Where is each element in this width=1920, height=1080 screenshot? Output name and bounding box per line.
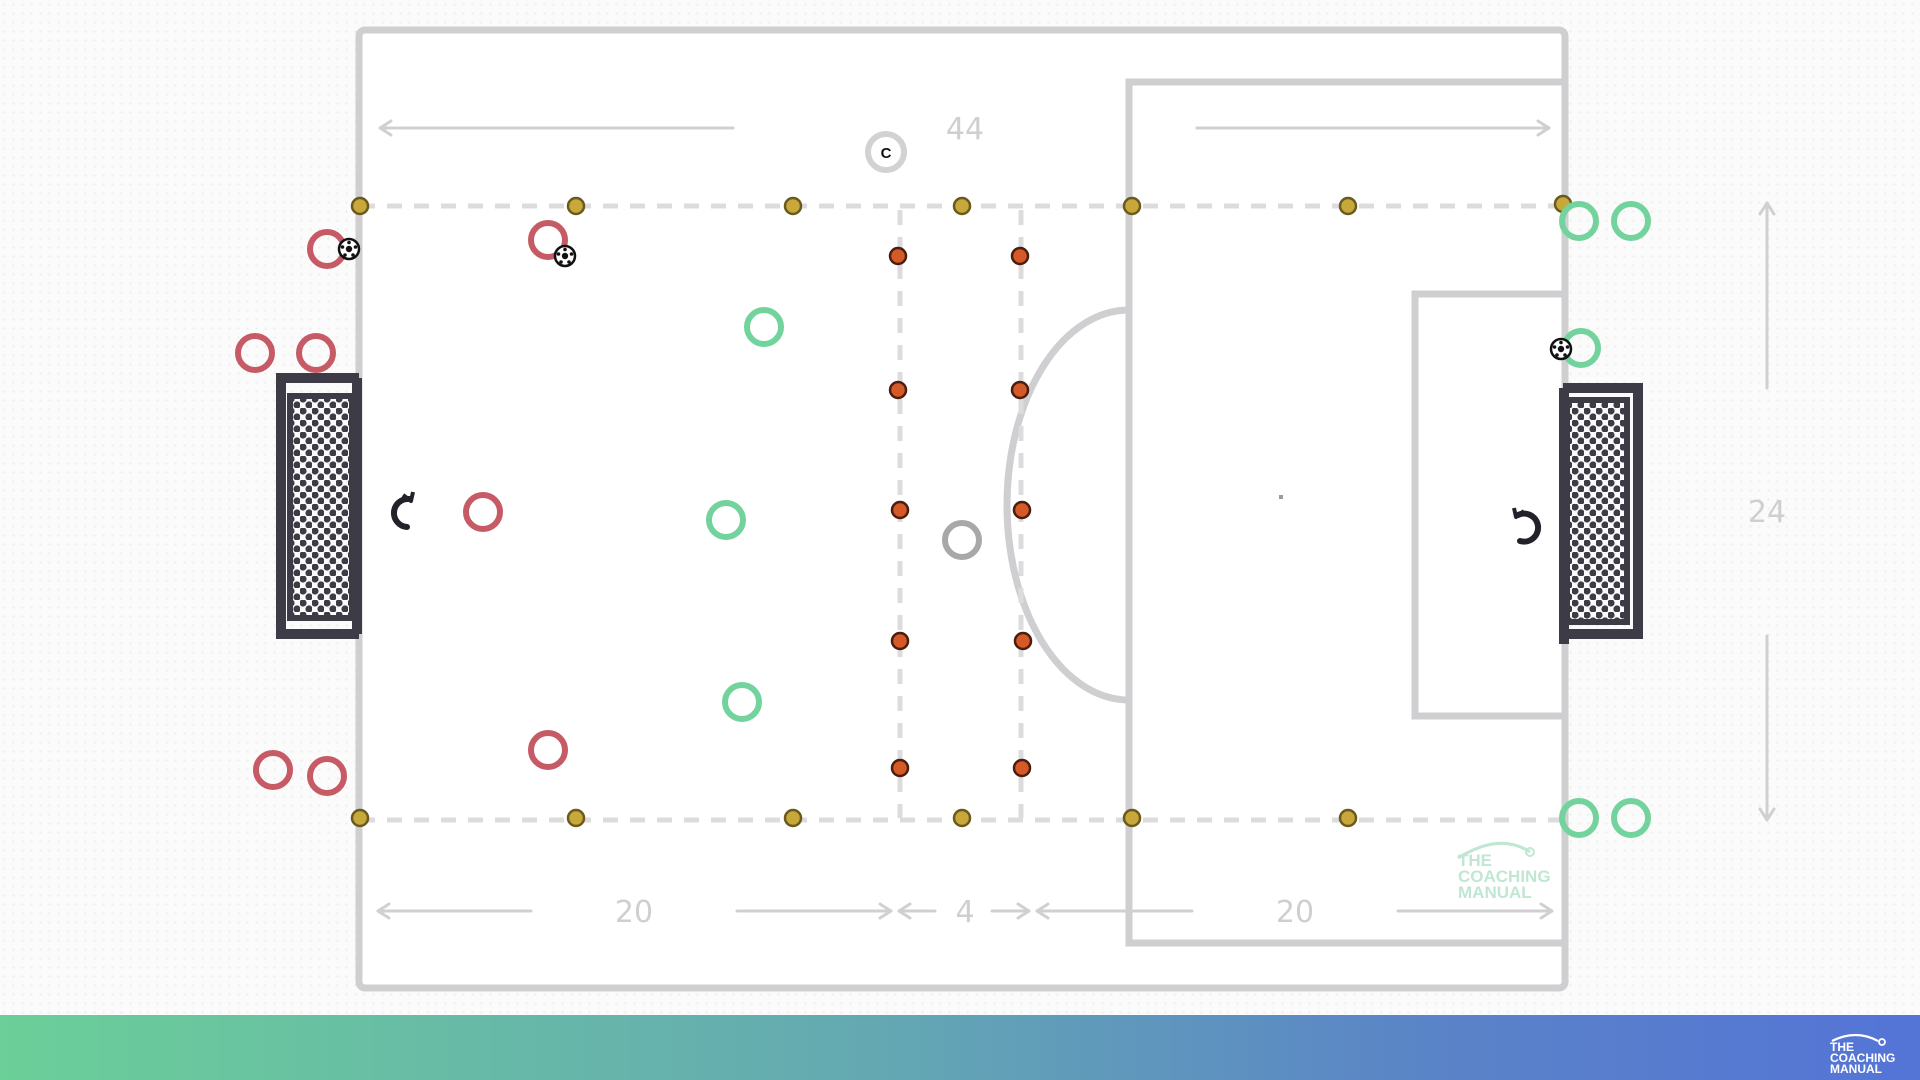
goal-area xyxy=(1411,290,1563,720)
penalty-arc xyxy=(1003,306,1130,704)
middle-zone-label: 4 xyxy=(955,895,974,930)
cone-marker xyxy=(1338,808,1358,828)
penalty-area xyxy=(1125,78,1563,947)
goal-net xyxy=(287,393,355,621)
pitch xyxy=(355,26,1569,992)
right-zone-label: 20 xyxy=(1276,895,1314,930)
whistle-icon xyxy=(1457,841,1531,860)
player-circle xyxy=(706,500,746,540)
goalkeeper-icon xyxy=(1512,507,1542,545)
cone-marker xyxy=(1012,500,1032,520)
whistle-icon xyxy=(1831,1033,1879,1042)
player-circle xyxy=(1559,798,1599,838)
goal-frame xyxy=(1563,383,1643,639)
cone-marker xyxy=(1122,808,1142,828)
player-circle xyxy=(1611,201,1651,241)
cone-marker xyxy=(350,196,370,216)
brand-logo: THE COACHING MANUAL xyxy=(1830,1033,1895,1075)
pitch-length-label: 44 xyxy=(946,112,984,147)
player-circle xyxy=(744,307,784,347)
cone-marker xyxy=(890,631,910,651)
goal-left xyxy=(276,373,362,639)
cone-marker xyxy=(783,196,803,216)
cone-marker xyxy=(1013,631,1033,651)
goal-net xyxy=(1564,397,1630,625)
goalkeeper-icon xyxy=(390,491,415,530)
neutral-player xyxy=(942,520,982,560)
ball-icon xyxy=(553,244,577,268)
pitch-width-label: 24 xyxy=(1748,495,1786,530)
coach-label: C xyxy=(881,145,892,162)
brand-line-3: MANUAL xyxy=(1830,1062,1882,1075)
watermark-line-2: COACHING xyxy=(1458,867,1551,886)
cone-marker xyxy=(1012,758,1032,778)
player-circle xyxy=(722,682,762,722)
left-zone-label: 20 xyxy=(615,895,653,930)
cone-marker xyxy=(890,500,910,520)
cone-marker xyxy=(1122,196,1142,216)
cone-marker xyxy=(1010,380,1030,400)
goal-post xyxy=(352,378,362,634)
cone-marker xyxy=(888,380,908,400)
cones-orange xyxy=(888,246,1033,778)
dimension-arrows xyxy=(376,119,1776,920)
cones-yellow xyxy=(350,194,1573,828)
ball-icon xyxy=(337,237,361,261)
footer-bar: THE COACHING MANUAL xyxy=(0,1015,1920,1080)
player-circle xyxy=(253,750,293,790)
goal-right xyxy=(1559,383,1643,644)
cone-marker xyxy=(952,196,972,216)
player-circle xyxy=(528,730,568,770)
player-circle xyxy=(463,492,503,532)
cone-marker xyxy=(888,246,908,266)
cone-marker xyxy=(1010,246,1030,266)
goal-frame xyxy=(276,373,359,639)
player-circle xyxy=(296,333,336,373)
watermark-line-1: THE xyxy=(1458,851,1492,870)
goal-post xyxy=(1559,388,1569,644)
ball-icon xyxy=(1549,337,1573,361)
cone-marker xyxy=(566,196,586,216)
player-circle xyxy=(1559,201,1599,241)
watermark-logo: THE COACHING MANUAL xyxy=(1457,841,1551,902)
penalty-spot xyxy=(1279,495,1283,499)
cone-marker xyxy=(566,808,586,828)
player-circle xyxy=(1611,798,1651,838)
coach-icon: C xyxy=(865,131,907,173)
cone-marker xyxy=(783,808,803,828)
brand-line-2: COACHING xyxy=(1830,1051,1895,1065)
pitch-surface xyxy=(355,26,1569,992)
cone-marker xyxy=(1338,196,1358,216)
player-circle xyxy=(235,333,275,373)
watermark-line-3: MANUAL xyxy=(1458,883,1532,902)
cone-marker xyxy=(350,808,370,828)
player-circle xyxy=(528,220,568,260)
team-red xyxy=(235,220,568,796)
player-circle xyxy=(307,756,347,796)
cone-marker xyxy=(890,758,910,778)
cone-marker xyxy=(952,808,972,828)
brand-line-1: THE xyxy=(1830,1040,1854,1054)
